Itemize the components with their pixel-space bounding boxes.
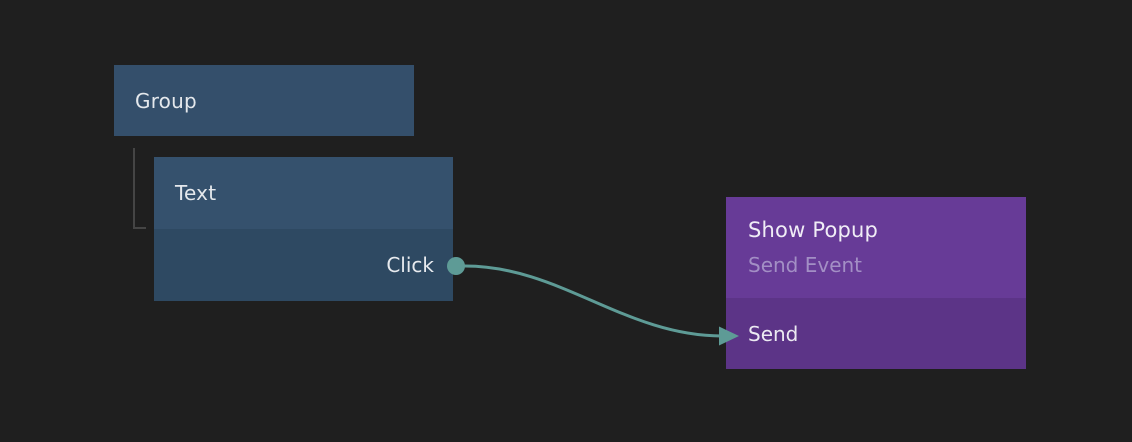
tree-connector-line bbox=[133, 148, 146, 229]
node-group[interactable]: Group bbox=[114, 65, 414, 136]
connection-curve[interactable] bbox=[463, 264, 724, 338]
node-show-popup[interactable]: Show Popup Send Event Send bbox=[726, 197, 1026, 369]
node-show-popup-title: Show Popup bbox=[748, 218, 879, 242]
node-text-title: Text bbox=[175, 181, 217, 205]
node-text-header[interactable]: Text bbox=[154, 157, 453, 229]
action-label-send: Send bbox=[748, 321, 799, 346]
event-row-click[interactable]: Click bbox=[154, 229, 453, 301]
node-show-popup-header[interactable]: Show Popup Send Event bbox=[726, 197, 1026, 298]
node-show-popup-subtitle: Send Event bbox=[748, 253, 863, 277]
click-output-port[interactable] bbox=[447, 257, 465, 275]
node-group-title: Group bbox=[135, 88, 197, 113]
event-label-click: Click bbox=[386, 253, 434, 277]
action-row-send[interactable]: Send bbox=[726, 298, 1026, 369]
node-text[interactable]: Text Click bbox=[154, 157, 453, 301]
